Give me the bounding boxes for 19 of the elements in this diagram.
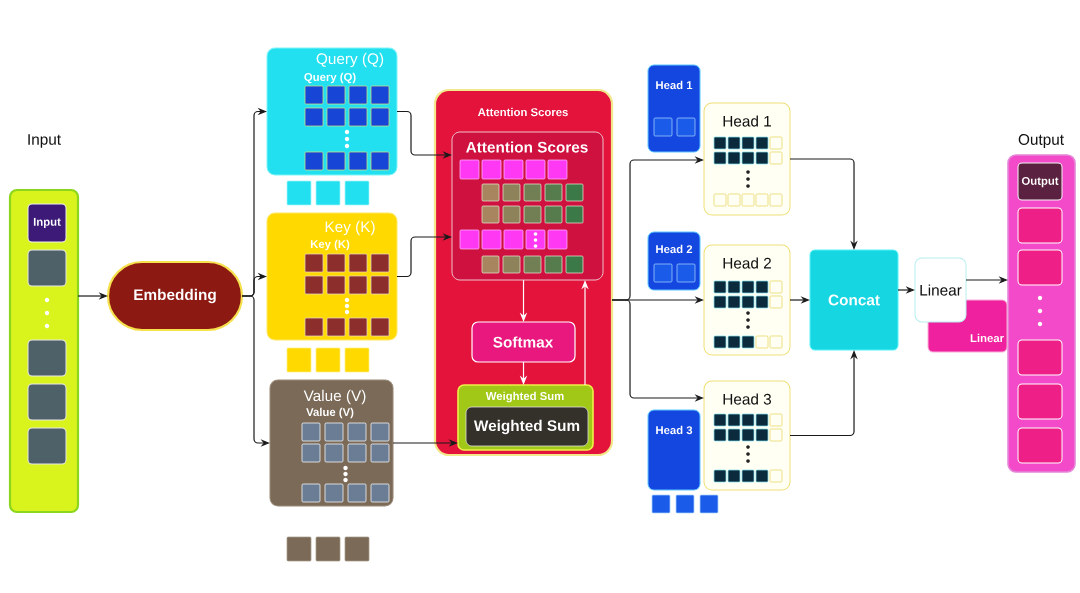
node-label: Output <box>1018 134 1064 148</box>
concat-box: Concat <box>809 249 899 351</box>
token-cell: Output <box>1017 162 1063 201</box>
token-cell <box>1017 427 1063 464</box>
softmax-box: Softmax <box>471 321 576 363</box>
linear-box: Linear <box>914 257 967 323</box>
token-cell <box>27 427 67 465</box>
token-cell <box>27 383 67 421</box>
token-cell <box>27 249 67 287</box>
token-cell <box>27 339 67 377</box>
weighted-sum-box: Weighted Sum <box>465 406 589 447</box>
token-cell <box>1017 339 1063 376</box>
token-cell: Input <box>27 203 67 243</box>
token-cell <box>1017 383 1063 420</box>
token-cell <box>1017 207 1063 244</box>
token-cell <box>1017 249 1063 286</box>
embedding-box: Embedding <box>106 260 244 332</box>
head-box: Head 3 <box>647 409 701 491</box>
node-label: Input <box>28 134 61 148</box>
